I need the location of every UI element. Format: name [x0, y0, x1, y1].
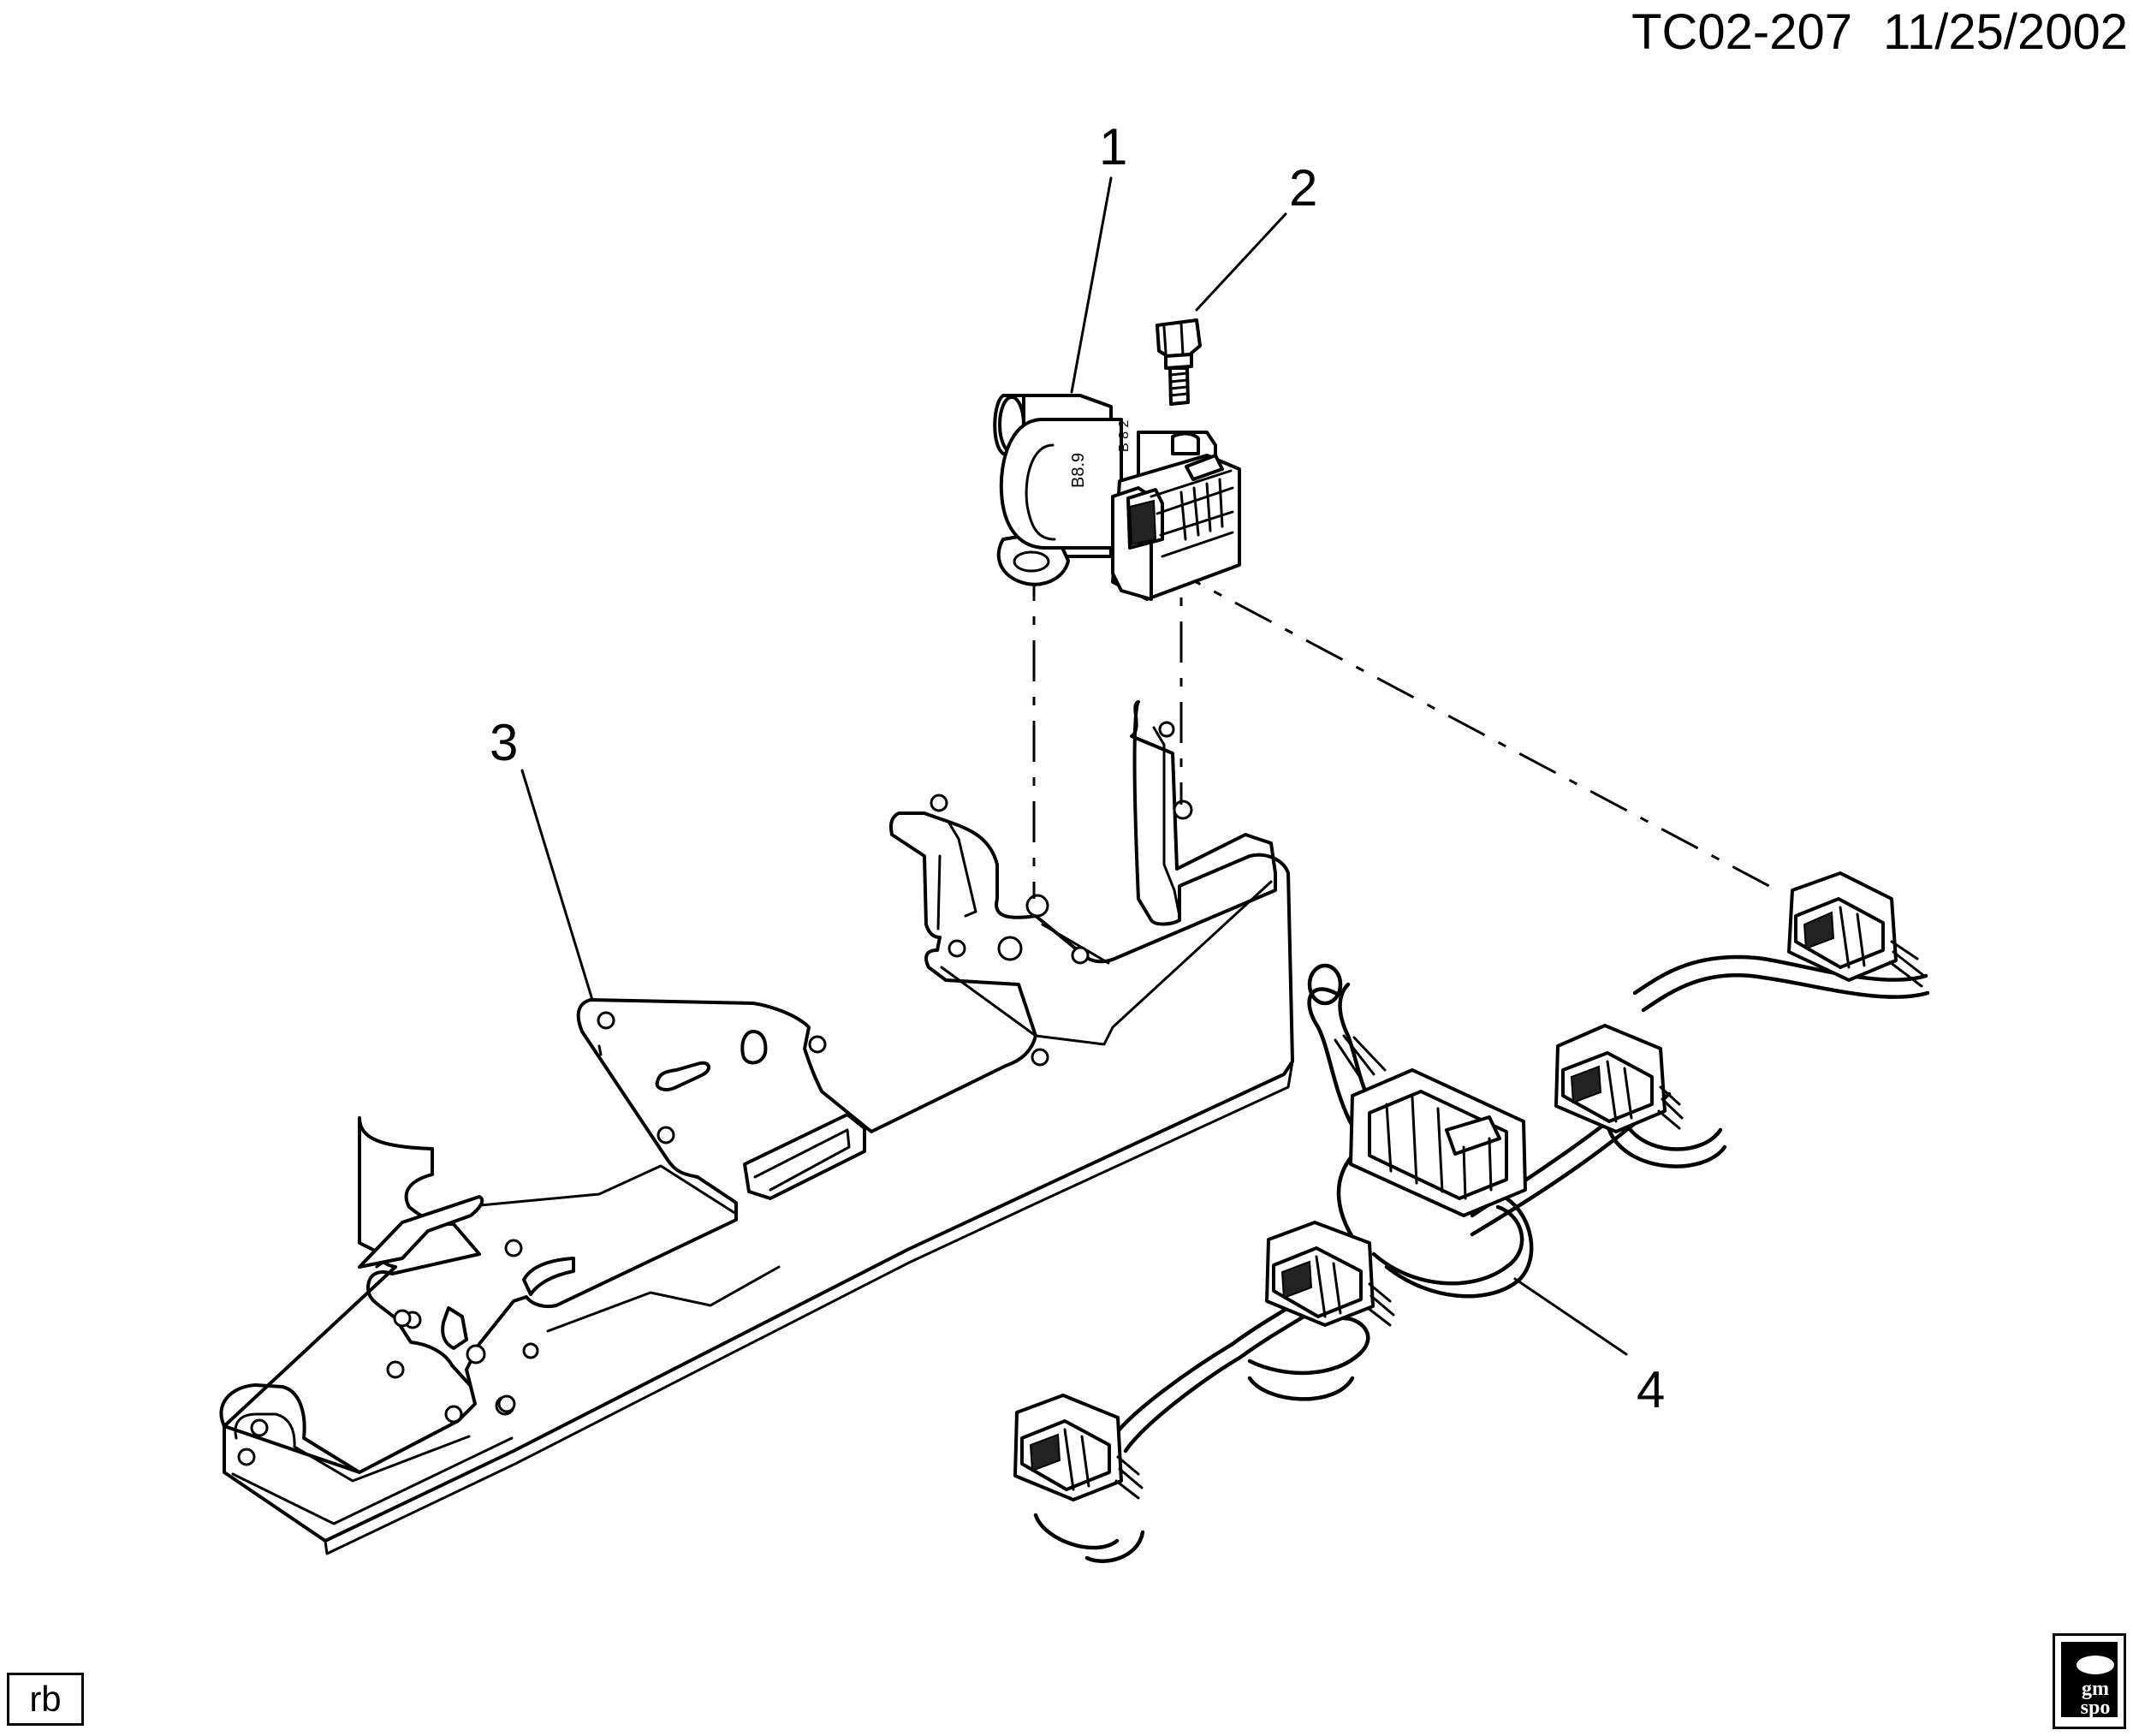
logo-badge: gm spo: [2061, 1642, 2119, 1719]
callout-1: 1: [1099, 118, 1128, 175]
bolt-part-2: [1156, 318, 1202, 406]
gmspo-logo: gm spo: [2053, 1633, 2126, 1729]
bracket-part-3: [219, 700, 1294, 1555]
logo-text-line1: gm: [2082, 1678, 2109, 1700]
callout-3: 3: [490, 714, 519, 771]
svg-text:B 8 2: B 8 2: [1117, 420, 1132, 452]
callout-4: 4: [1637, 1361, 1666, 1418]
logo-text: gm spo: [2071, 1678, 2119, 1719]
harness-connector-upper-middle: [1554, 1024, 1684, 1133]
callout-2: 2: [1289, 159, 1318, 217]
figure-code: TC02-207: [1631, 4, 1853, 60]
figure-date: 11/25/2002: [1883, 4, 2128, 60]
solenoid-part-1: B8.9 B 8 2: [993, 394, 1241, 601]
harness-connector-left: [1013, 1394, 1144, 1501]
initials-box: rb: [7, 1673, 84, 1726]
wiring-harness-part-4: [1013, 871, 1930, 1563]
harness-main-connector: [1334, 1034, 1527, 1217]
leader-lines: [520, 176, 1628, 1356]
logo-oval: [2077, 1656, 2114, 1674]
figure-id: TC02-207 11/25/2002: [1631, 3, 2128, 61]
svg-text:B8.9: B8.9: [1069, 453, 1088, 488]
initials-text: rb: [29, 1679, 62, 1719]
harness-connector-lower-middle: [1265, 1221, 1395, 1327]
harness-connector-right: [1787, 871, 1926, 988]
logo-text-line2: spo: [2080, 1697, 2111, 1719]
